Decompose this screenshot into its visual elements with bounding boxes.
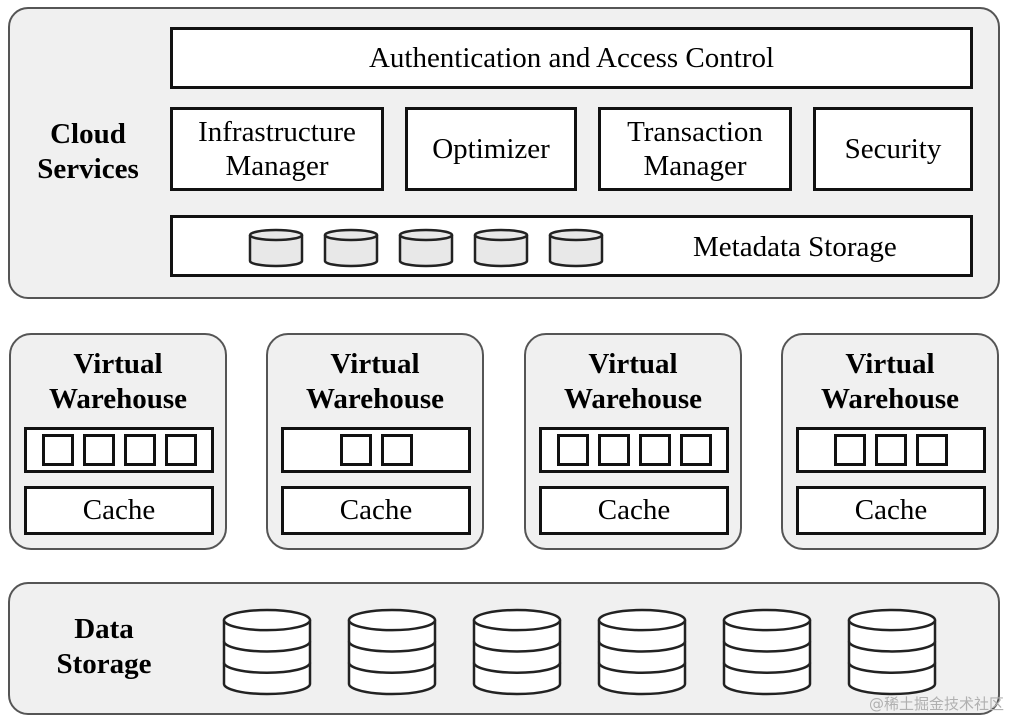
optimizer-label: Optimizer bbox=[432, 133, 550, 165]
virtual-warehouse-title-line2: Warehouse bbox=[48, 383, 188, 415]
optimizer-box: Optimizer bbox=[405, 107, 577, 191]
authentication-access-control-label: Authentication and Access Control bbox=[368, 42, 775, 74]
virtual-warehouse-title-line2: Warehouse bbox=[820, 383, 960, 415]
cache-label: Cache bbox=[339, 494, 413, 526]
compute-node bbox=[164, 434, 197, 466]
storage-cylinder-icon bbox=[347, 608, 437, 701]
watermark-text: @稀土掘金技术社区 bbox=[868, 695, 1004, 713]
metadata-cylinder-icon bbox=[473, 228, 529, 276]
virtual-warehouse-title-line1: Virtual bbox=[845, 348, 935, 380]
virtual-warehouse-title-line2: Warehouse bbox=[563, 383, 703, 415]
compute-node bbox=[380, 434, 413, 466]
cache-label: Cache bbox=[597, 494, 671, 526]
metadata-cylinders bbox=[248, 228, 608, 268]
storage-cylinder-icon bbox=[847, 608, 937, 701]
compute-node bbox=[82, 434, 115, 466]
storage-cylinder-icon bbox=[222, 608, 312, 701]
infrastructure-manager-line2: Manager bbox=[225, 150, 329, 182]
infrastructure-manager-line1: Infrastructure bbox=[198, 116, 356, 148]
cloud-services-label: Cloud Services bbox=[20, 117, 156, 187]
compute-node bbox=[679, 434, 712, 466]
compute-node bbox=[834, 434, 866, 466]
compute-node bbox=[41, 434, 74, 466]
metadata-cylinder-icon bbox=[398, 228, 454, 276]
security-box: Security bbox=[813, 107, 973, 191]
data-storage-label-line1: Data bbox=[74, 613, 134, 645]
authentication-access-control-box: Authentication and Access Control bbox=[170, 27, 973, 89]
compute-node-bar bbox=[539, 427, 729, 473]
metadata-cylinder-icon bbox=[323, 228, 379, 276]
data-storage-label: Data Storage bbox=[34, 612, 174, 682]
compute-node bbox=[123, 434, 156, 466]
cache-box: Cache bbox=[539, 486, 729, 535]
data-storage-label-line2: Storage bbox=[56, 648, 152, 680]
cache-box: Cache bbox=[281, 486, 471, 535]
virtual-warehouse-title-line1: Virtual bbox=[73, 348, 163, 380]
compute-node-bar bbox=[24, 427, 214, 473]
transaction-manager-line1: Transaction bbox=[627, 116, 763, 148]
compute-node-bar bbox=[281, 427, 471, 473]
storage-cylinder-icon bbox=[597, 608, 687, 701]
storage-cylinder-icon bbox=[722, 608, 812, 701]
compute-node bbox=[597, 434, 630, 466]
data-storage-cylinders bbox=[222, 608, 942, 698]
compute-node bbox=[875, 434, 907, 466]
transaction-manager-box: Transaction Manager bbox=[598, 107, 792, 191]
cloud-services-label-line1: Cloud bbox=[50, 118, 126, 150]
virtual-warehouse-title-line1: Virtual bbox=[330, 348, 420, 380]
cache-label: Cache bbox=[82, 494, 156, 526]
infrastructure-manager-box: Infrastructure Manager bbox=[170, 107, 384, 191]
compute-node bbox=[916, 434, 948, 466]
cache-box: Cache bbox=[24, 486, 214, 535]
metadata-storage-box: Metadata Storage bbox=[170, 215, 973, 277]
cloud-services-label-line2: Services bbox=[37, 153, 139, 185]
transaction-manager-line2: Manager bbox=[643, 150, 747, 182]
compute-node bbox=[556, 434, 589, 466]
metadata-cylinder-icon bbox=[248, 228, 304, 276]
cache-label: Cache bbox=[854, 494, 928, 526]
virtual-warehouse-title-line2: Warehouse bbox=[305, 383, 445, 415]
compute-node-bar bbox=[796, 427, 986, 473]
storage-cylinder-icon bbox=[472, 608, 562, 701]
virtual-warehouse-title-line1: Virtual bbox=[588, 348, 678, 380]
metadata-storage-label: Metadata Storage bbox=[693, 231, 897, 263]
cache-box: Cache bbox=[796, 486, 986, 535]
compute-node bbox=[339, 434, 372, 466]
security-label: Security bbox=[844, 133, 942, 165]
compute-node bbox=[638, 434, 671, 466]
metadata-cylinder-icon bbox=[548, 228, 604, 276]
